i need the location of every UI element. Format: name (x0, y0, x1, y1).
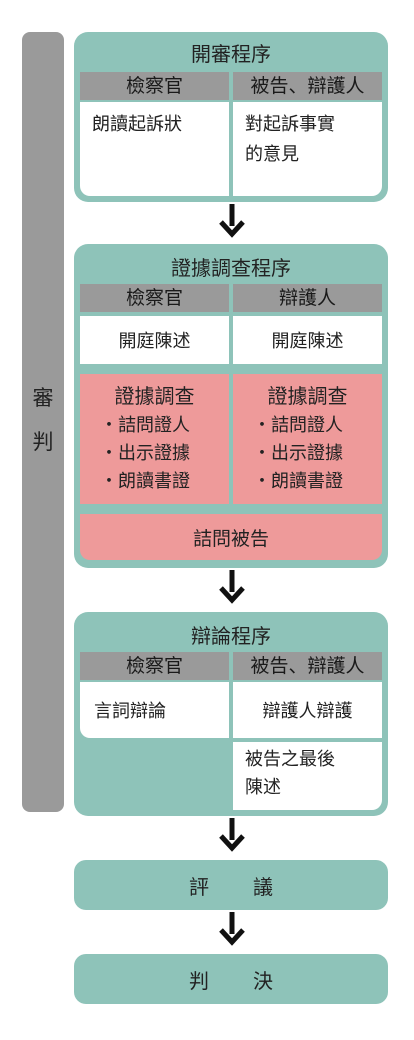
evidence-item: ・詰問證人 (100, 415, 190, 436)
judgment-step: 判 決 (74, 954, 388, 1004)
arrow-down-icon (219, 570, 245, 604)
final-statement-line-1: 被告之最後 (245, 749, 335, 770)
defendant-final-statement: 被告之最後 陳述 (233, 742, 382, 810)
defense-evidence-block: 證據調查 ・詰問證人 ・出示證據 ・朗讀書證 (233, 374, 382, 504)
deliberation-char-1: 評 (189, 874, 209, 899)
trial-label-char-2: 判 (32, 430, 54, 454)
evidence-item: ・出示證據 (100, 443, 190, 464)
judgment-char-2: 決 (253, 968, 273, 993)
trial-side-bar: 審 判 (22, 32, 64, 812)
header-defense: 被告、辯護人 (233, 72, 382, 100)
arrow-down-icon (219, 204, 245, 238)
evidence-item: ・出示證據 (253, 443, 343, 464)
header-defense: 被告、辯護人 (233, 652, 382, 680)
judgment-char-1: 判 (189, 968, 209, 993)
deliberation-step: 評 議 (74, 860, 388, 910)
panel-title: 證據調查程序 (171, 256, 291, 280)
examine-defendant: 詰問被告 (80, 514, 382, 560)
prosecutor-evidence-block: 證據調查 ・詰問證人 ・出示證據 ・朗讀書證 (80, 374, 229, 504)
prosecutor-oral-argument: 言詞辯論 (80, 682, 229, 738)
header-prosecutor: 檢察官 (80, 284, 229, 312)
defense-action-line-2: 的意見 (245, 144, 299, 165)
defense-action-line-1: 對起訴事實 (245, 114, 335, 135)
trial-label-char-1: 審 (32, 386, 54, 410)
defense-lawyer-argument: 辯護人辯護 (233, 682, 382, 738)
evidence-investigation-panel: 證據調查程序 檢察官 辯護人 開庭陳述 開庭陳述 證據調查 ・詰問證人 ・出示證… (74, 244, 388, 568)
evidence-item: ・朗讀書證 (253, 471, 343, 492)
evidence-heading: 證據調查 (267, 384, 348, 408)
panel-title: 開審程序 (191, 42, 271, 66)
final-statement-line-2: 陳述 (245, 777, 281, 798)
evidence-heading: 證據調查 (114, 384, 195, 408)
evidence-item: ・朗讀書證 (100, 471, 190, 492)
header-prosecutor: 檢察官 (80, 652, 229, 680)
header-prosecutor: 檢察官 (80, 72, 229, 100)
deliberation-char-2: 議 (253, 874, 273, 899)
defense-action: 對起訴事實 的意見 (233, 102, 382, 196)
evidence-item: ・詰問證人 (253, 415, 343, 436)
arrow-down-icon (219, 818, 245, 852)
debate-procedure-panel: 辯論程序 檢察官 被告、辯護人 言詞辯論 辯護人辯護 被告之最後 陳述 (74, 612, 388, 816)
arrow-down-icon (219, 912, 245, 946)
opening-procedure-panel: 開審程序 檢察官 被告、辯護人 朗讀起訴狀 對起訴事實 的意見 (74, 32, 388, 202)
defense-opening-statement: 開庭陳述 (233, 316, 382, 364)
prosecutor-action-text: 朗讀起訴狀 (92, 114, 182, 135)
panel-title: 辯論程序 (191, 624, 271, 648)
header-defense-lawyer: 辯護人 (233, 284, 382, 312)
prosecutor-action: 朗讀起訴狀 (80, 102, 229, 196)
prosecutor-opening-statement: 開庭陳述 (80, 316, 229, 364)
